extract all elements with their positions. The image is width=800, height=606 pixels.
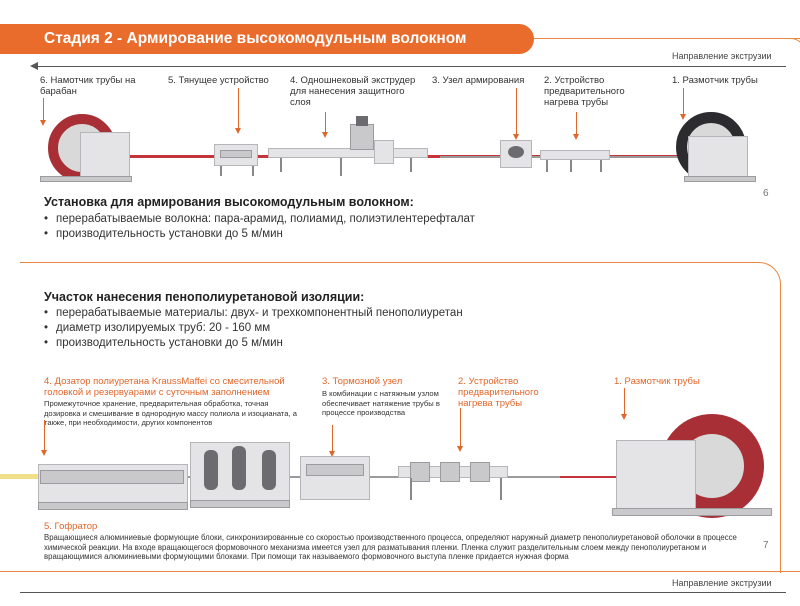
station-label-brake: 3. Тормозной узел xyxy=(322,376,403,387)
station-label-preheater: 2. Устройство предварительного нагрева т… xyxy=(544,75,625,108)
marker-line xyxy=(621,388,627,420)
section1-bullet: перерабатываемые волокна: пара-арамид, п… xyxy=(44,211,475,227)
page-title: Стадия 2 - Армирование высокомодульным в… xyxy=(0,24,534,54)
reinforcement-line-illustration xyxy=(40,110,780,190)
station-label-unwinder-2: 1. Размотчик трубы xyxy=(614,376,700,387)
marker-line xyxy=(41,420,47,456)
station-label-winder: 6. Намотчик трубы на барабан xyxy=(40,75,136,97)
station-desc-brake: В комбинации с натяжным узлом обеспечива… xyxy=(322,389,440,417)
station-label-extruder: 4. Одношнековый экструдер для нанесения … xyxy=(290,75,416,108)
marker-line xyxy=(322,112,328,138)
station-label-reinforcement: 3. Узел армирования xyxy=(432,75,525,86)
section2-bullet: производительность установки до 5 м/мин xyxy=(44,335,283,351)
extrusion-direction-label: Направление экструзии xyxy=(672,51,772,61)
station-label-corrugator: 5. Гофратор xyxy=(44,521,98,532)
marker-line xyxy=(573,112,579,140)
section2-frame xyxy=(20,262,781,573)
page-number-7: 7 xyxy=(763,540,769,551)
section1-frame-corner xyxy=(776,38,800,79)
station-label-preheater-2: 2. Устройство предварительного нагрева т… xyxy=(458,376,539,409)
section1-heading: Установка для армирования высокомодульны… xyxy=(44,195,414,209)
extrusion-direction-line xyxy=(20,592,786,593)
pu-insulation-line-illustration xyxy=(0,414,800,520)
marker-line xyxy=(235,88,241,134)
station-label-pu-dispenser: 4. Дозатор полиуретана KraussMaffei со с… xyxy=(44,376,285,398)
extrusion-direction-label: Направление экструзии xyxy=(672,578,772,588)
station-desc-corrugator: Вращающиеся алюминиевые формующие блоки,… xyxy=(44,533,737,562)
section2-bullet: перерабатываемые материалы: двух- и трех… xyxy=(44,305,463,321)
station-label-puller: 5. Тянущее устройство xyxy=(168,75,269,86)
marker-line xyxy=(513,88,519,140)
station-label-unwinder: 1. Размотчик трубы xyxy=(672,75,758,86)
marker-line xyxy=(680,88,686,120)
section2-heading: Участок нанесения пенополиуретановой изо… xyxy=(44,290,365,304)
extrusion-direction-line xyxy=(36,66,786,67)
header-divider xyxy=(534,38,800,39)
marker-line xyxy=(329,425,335,457)
section1-bullet: производительность установки до 5 м/мин xyxy=(44,226,283,242)
marker-line xyxy=(457,408,463,452)
section2-bullet: диаметр изолируемых труб: 20 - 160 мм xyxy=(44,320,270,336)
station-desc-pu-dispenser: Промежуточное хранение, предварительная … xyxy=(44,399,297,427)
marker-line xyxy=(40,98,46,126)
page-number-6: 6 xyxy=(763,188,769,199)
arrow-left-icon xyxy=(30,62,38,70)
bottom-divider xyxy=(0,571,800,572)
